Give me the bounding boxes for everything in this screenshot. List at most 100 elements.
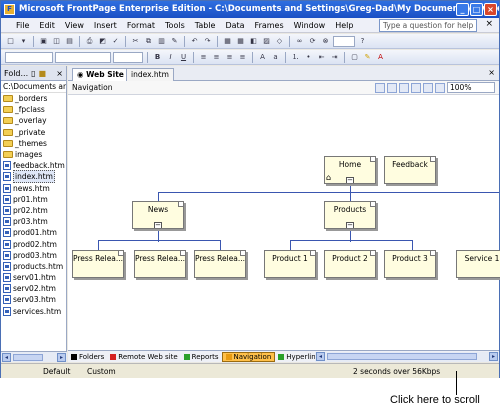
file-item[interactable]: services.htm (1, 306, 66, 317)
web-component-icon[interactable]: ▦ (224, 36, 231, 45)
bold-icon[interactable]: B (154, 52, 161, 61)
collapse-toggle[interactable]: − (346, 176, 354, 184)
align-left-icon[interactable]: ≡ (200, 52, 207, 61)
folder-list-icon[interactable]: ▤ (66, 36, 73, 45)
view-tab-reports[interactable]: Reports (181, 353, 222, 361)
minimize-button[interactable]: _ (456, 3, 469, 16)
numbering-icon[interactable]: ⒈ (292, 52, 299, 61)
tab-web-site[interactable]: ◉ Web Site (72, 68, 129, 82)
node-press-release-3[interactable]: Press Relea... (194, 250, 246, 278)
file-item[interactable]: feedback.htm (1, 160, 66, 171)
folder-path[interactable]: C:\Documents and Se (1, 81, 66, 93)
collapse-toggle[interactable]: − (346, 221, 354, 229)
menu-help[interactable]: Help (335, 20, 354, 30)
decrease-indent-icon[interactable]: ⇤ (318, 52, 325, 61)
menu-edit[interactable]: Edit (39, 20, 55, 30)
view-tab-remote-web-site[interactable]: Remote Web site (107, 353, 180, 361)
justify-icon[interactable]: ≡ (239, 52, 246, 61)
add-existing-page-icon[interactable] (399, 82, 409, 93)
help-icon[interactable]: ? (360, 36, 365, 45)
node-service-1[interactable]: Service 1 (456, 250, 500, 278)
decrease-font-icon[interactable]: a (273, 52, 278, 61)
insert-table-icon[interactable]: ▦ (237, 36, 244, 45)
file-item[interactable]: serv02.htm (1, 283, 66, 294)
copy-icon[interactable]: ⧉ (146, 36, 151, 45)
help-search-input[interactable]: Type a question for help (379, 19, 477, 32)
new-custom-link-bar-icon[interactable] (387, 82, 397, 93)
folder-pane-scrollbar[interactable]: ◂ ▸ (1, 351, 67, 362)
node-feedback[interactable]: Feedback (384, 156, 436, 184)
view-tab-hyperlinks[interactable]: Hyperlinks (275, 353, 326, 361)
tab-index-htm[interactable]: index.htm (126, 68, 174, 81)
file-item[interactable]: news.htm (1, 183, 66, 194)
menu-table[interactable]: Table (194, 20, 216, 30)
show-formatting-dropdown[interactable] (333, 35, 355, 47)
menu-insert[interactable]: Insert (93, 20, 117, 30)
file-item[interactable]: pr03.htm (1, 216, 66, 227)
preview-icon[interactable]: ◩ (99, 36, 106, 45)
node-product-2[interactable]: Product 2 (324, 250, 376, 278)
file-item[interactable]: prod03.htm (1, 250, 66, 261)
menu-window[interactable]: Window (293, 20, 326, 30)
scroll-left-arrow-icon[interactable]: ◂ (316, 352, 325, 361)
increase-indent-icon[interactable]: ⇥ (331, 52, 338, 61)
new-folder-icon[interactable]: ■ (38, 68, 47, 78)
view-subtree-icon[interactable] (411, 82, 421, 93)
node-news[interactable]: News − (132, 201, 184, 229)
view-tab-folders[interactable]: Folders (68, 353, 107, 361)
stop-icon[interactable]: ⊗ (322, 36, 329, 45)
new-top-page-icon[interactable] (375, 82, 385, 93)
align-right-icon[interactable]: ≡ (226, 52, 233, 61)
redo-icon[interactable]: ↷ (204, 36, 211, 45)
open-icon[interactable]: ▾ (21, 36, 26, 45)
undo-icon[interactable]: ↶ (191, 36, 198, 45)
italic-icon[interactable]: I (169, 52, 172, 61)
border-icon[interactable]: ▢ (351, 52, 358, 61)
file-item[interactable]: products.htm (1, 261, 66, 272)
navigation-canvas[interactable]: Home ⌂ − Feedback News − Products − Pres… (68, 95, 500, 350)
file-item[interactable]: prod02.htm (1, 238, 66, 249)
insert-picture-icon[interactable]: ▨ (263, 36, 270, 45)
node-press-release-1[interactable]: Press Relea... (72, 250, 124, 278)
node-press-release-2[interactable]: Press Relea... (134, 250, 186, 278)
maximize-button[interactable]: □ (470, 3, 483, 16)
file-item[interactable]: pr02.htm (1, 205, 66, 216)
publish-icon[interactable]: ◫ (53, 36, 60, 45)
style-dropdown[interactable] (5, 51, 53, 63)
font-size-dropdown[interactable] (113, 51, 143, 63)
file-item[interactable]: serv03.htm (1, 294, 66, 305)
scroll-right-arrow-icon[interactable]: ▸ (489, 352, 498, 361)
canvas-horizontal-scrollbar[interactable]: ◂ ▸ (315, 352, 499, 362)
node-home[interactable]: Home ⌂ − (324, 156, 376, 184)
hyperlink-icon[interactable]: ∞ (296, 36, 303, 45)
save-icon[interactable]: ▣ (40, 36, 47, 45)
node-product-3[interactable]: Product 3 (384, 250, 436, 278)
paste-icon[interactable]: ▥ (158, 36, 165, 45)
highlight-icon[interactable]: ✎ (364, 52, 371, 61)
folder-item[interactable]: _themes (1, 138, 66, 149)
node-product-1[interactable]: Product 1 (264, 250, 316, 278)
file-item[interactable]: prod01.htm (1, 227, 66, 238)
folder-item[interactable]: _overlay (1, 115, 66, 126)
underline-icon[interactable]: U (180, 52, 187, 61)
drawing-icon[interactable]: ◇ (276, 36, 283, 45)
close-document-icon[interactable]: × (488, 68, 495, 77)
refresh-icon[interactable]: ⟳ (309, 36, 316, 45)
scroll-left-arrow-icon[interactable]: ◂ (2, 353, 11, 362)
file-item[interactable]: pr01.htm (1, 194, 66, 205)
print-icon[interactable]: ⎙ (86, 36, 93, 45)
folder-item[interactable]: images (1, 149, 66, 160)
view-tab-navigation[interactable]: Navigation (221, 351, 276, 362)
close-pane-icon[interactable]: × (56, 68, 63, 78)
new-page-icon[interactable]: □ (7, 36, 14, 45)
new-page-icon[interactable]: ▯ (31, 68, 36, 78)
node-products[interactable]: Products − (324, 201, 376, 229)
menu-file[interactable]: File (16, 20, 30, 30)
folder-item[interactable]: _fpclass (1, 104, 66, 115)
menu-frames[interactable]: Frames (254, 20, 284, 30)
menu-tools[interactable]: Tools (165, 20, 185, 30)
cut-icon[interactable]: ✂ (132, 36, 139, 45)
menu-data[interactable]: Data (225, 20, 245, 30)
zoom-icon[interactable] (435, 82, 445, 93)
menu-close-icon[interactable]: × (485, 19, 493, 29)
